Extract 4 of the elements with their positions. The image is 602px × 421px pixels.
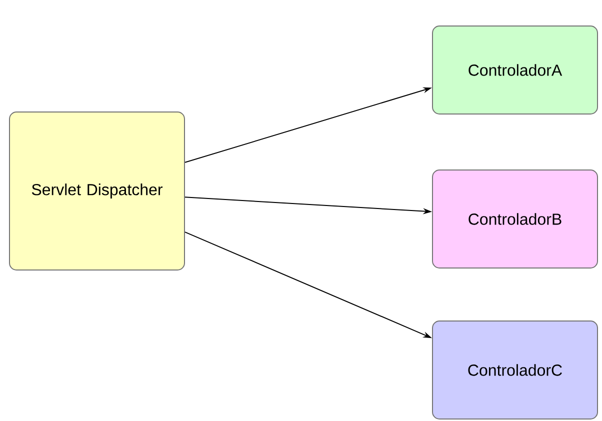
- process-box: ControladorA: [432, 26, 598, 114]
- process-box: Servlet Dispatcher: [9, 112, 185, 270]
- process-box: ControladorB: [432, 170, 598, 268]
- process-box: ControladorC: [432, 320, 598, 420]
